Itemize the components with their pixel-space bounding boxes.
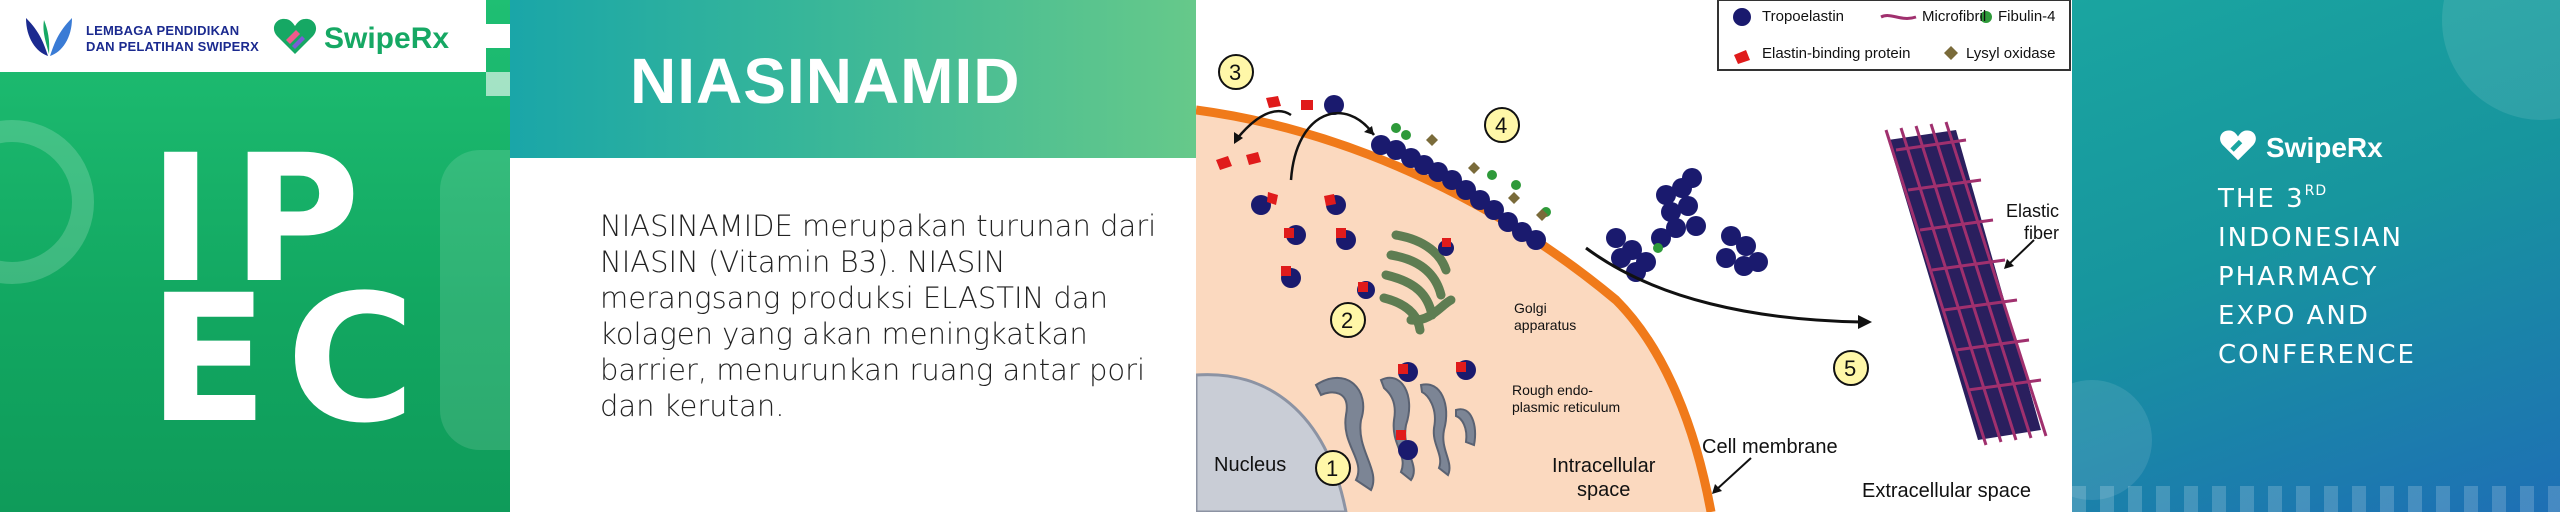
fiber-pointer — [2007, 239, 2035, 266]
swiperx-brand: SwipeRx — [272, 16, 449, 61]
label-extracellular: Extracellular space — [1862, 480, 2031, 502]
free-ebp — [1216, 96, 1313, 170]
decorative-stripes — [2072, 486, 2560, 512]
label-rer: Rough endo- plasmic reticulum — [1512, 382, 1621, 415]
page-title: NIASINAMID — [630, 45, 1021, 117]
event-title: THE 3RD INDONESIAN PHARMACY EXPO AND CON… — [2218, 172, 2416, 375]
pixel-decoration — [486, 72, 510, 96]
legend-ebp: Elastin-binding protein — [1762, 45, 1911, 62]
label-intracellular: Intracellular space — [1552, 455, 1656, 501]
lysyl-oxidase-marks — [1426, 134, 1548, 221]
tropoelastin-chain — [1371, 135, 1546, 250]
ipec-panel: LEMBAGA PENDIDIKAN DAN PELATIHAN SWIPERX… — [0, 0, 510, 512]
event-line-4: EXPO AND — [2218, 301, 2370, 331]
ipec-line-1: IP — [148, 117, 379, 322]
event-line-1-sup: RD — [2304, 183, 2328, 199]
event-line-5: CONFERENCE — [2218, 340, 2416, 370]
elastic-fiber — [1884, 121, 2048, 446]
tropoelastin-free — [1324, 95, 1344, 115]
ipec-line-2: EC — [148, 257, 434, 462]
swiperx-heart-icon — [272, 16, 318, 61]
cytoplasm — [1196, 110, 1711, 512]
golgi-apparatus — [1379, 230, 1456, 335]
header-bar: LEMBAGA PENDIDIKAN DAN PELATIHAN SWIPERX… — [0, 0, 486, 72]
release-arrow — [1289, 111, 1376, 181]
pixel-decoration — [462, 48, 486, 72]
pixel-decoration — [486, 24, 510, 48]
legend-microfibril: Microfibril — [1922, 8, 1987, 25]
institution-logo-icon — [22, 14, 76, 63]
decorative-ring — [0, 120, 94, 284]
ipec-logo: IP EC — [148, 117, 434, 462]
legend-fibulin4: Fibulin-4 — [1998, 8, 2056, 25]
tropoelastin-ebp-complexes — [1251, 192, 1476, 460]
event-panel: SwipeRx THE 3RD INDONESIAN PHARMACY EXPO… — [2072, 0, 2560, 512]
legend-tropoelastin: Tropoelastin — [1762, 8, 1844, 25]
fibulin-4-dots — [1391, 123, 1551, 217]
label-cell-membrane: Cell membrane — [1702, 436, 1838, 458]
description-paragraph: NIASINAMIDE merupakan turunan dari NIASI… — [600, 209, 1157, 423]
diagram-graphic — [1196, 0, 2071, 512]
step-1: 1 — [1326, 456, 1339, 481]
cell-membrane — [1196, 105, 1716, 512]
step-2: 2 — [1341, 308, 1354, 333]
step-4: 4 — [1495, 113, 1508, 138]
nucleus — [1196, 373, 1348, 512]
step-markers — [1218, 54, 1869, 486]
step-5: 5 — [1844, 356, 1857, 381]
tropoelastin-aggregates — [1606, 168, 1768, 282]
brand-name: SwipeRx — [2266, 131, 2383, 163]
decorative-shape — [440, 150, 510, 450]
brand-name: SwipeRx — [324, 21, 450, 55]
org-logo-group: LEMBAGA PENDIDIKAN DAN PELATIHAN SWIPERX — [22, 14, 259, 63]
label-nucleus: Nucleus — [1214, 454, 1287, 476]
swiperx-heart-icon — [2216, 128, 2260, 167]
fibulin-4-dot — [1653, 243, 1663, 253]
elastin-synthesis-diagram: Tropoelastin Microfibril Fibulin-4 Elast… — [1196, 0, 2072, 512]
membrane-pointer — [1715, 457, 1752, 491]
step-3: 3 — [1229, 60, 1242, 85]
event-line-3: PHARMACY — [2218, 262, 2379, 292]
decorative-circle — [2072, 380, 2152, 500]
event-line-2: INDONESIAN — [2218, 223, 2403, 253]
swiperx-brand: SwipeRx — [2216, 128, 2383, 167]
legend-box — [1717, 0, 2071, 71]
assembly-arrow — [1585, 246, 1862, 324]
title-banner: NIASINAMID — [510, 0, 1196, 158]
legend-lysyl: Lysyl oxidase — [1966, 45, 2056, 62]
text-panel: NIASINAMID NIASINAMIDE merupakan turunan… — [510, 0, 1196, 512]
event-line-1: THE 3 — [2218, 184, 2305, 214]
label-elastic-fiber: Elastic fiber — [2006, 201, 2060, 243]
org-name: LEMBAGA PENDIDIKAN DAN PELATIHAN SWIPERX — [86, 22, 259, 54]
decorative-circle — [2442, 0, 2560, 120]
label-golgi: Golgi apparatus — [1514, 300, 1577, 333]
